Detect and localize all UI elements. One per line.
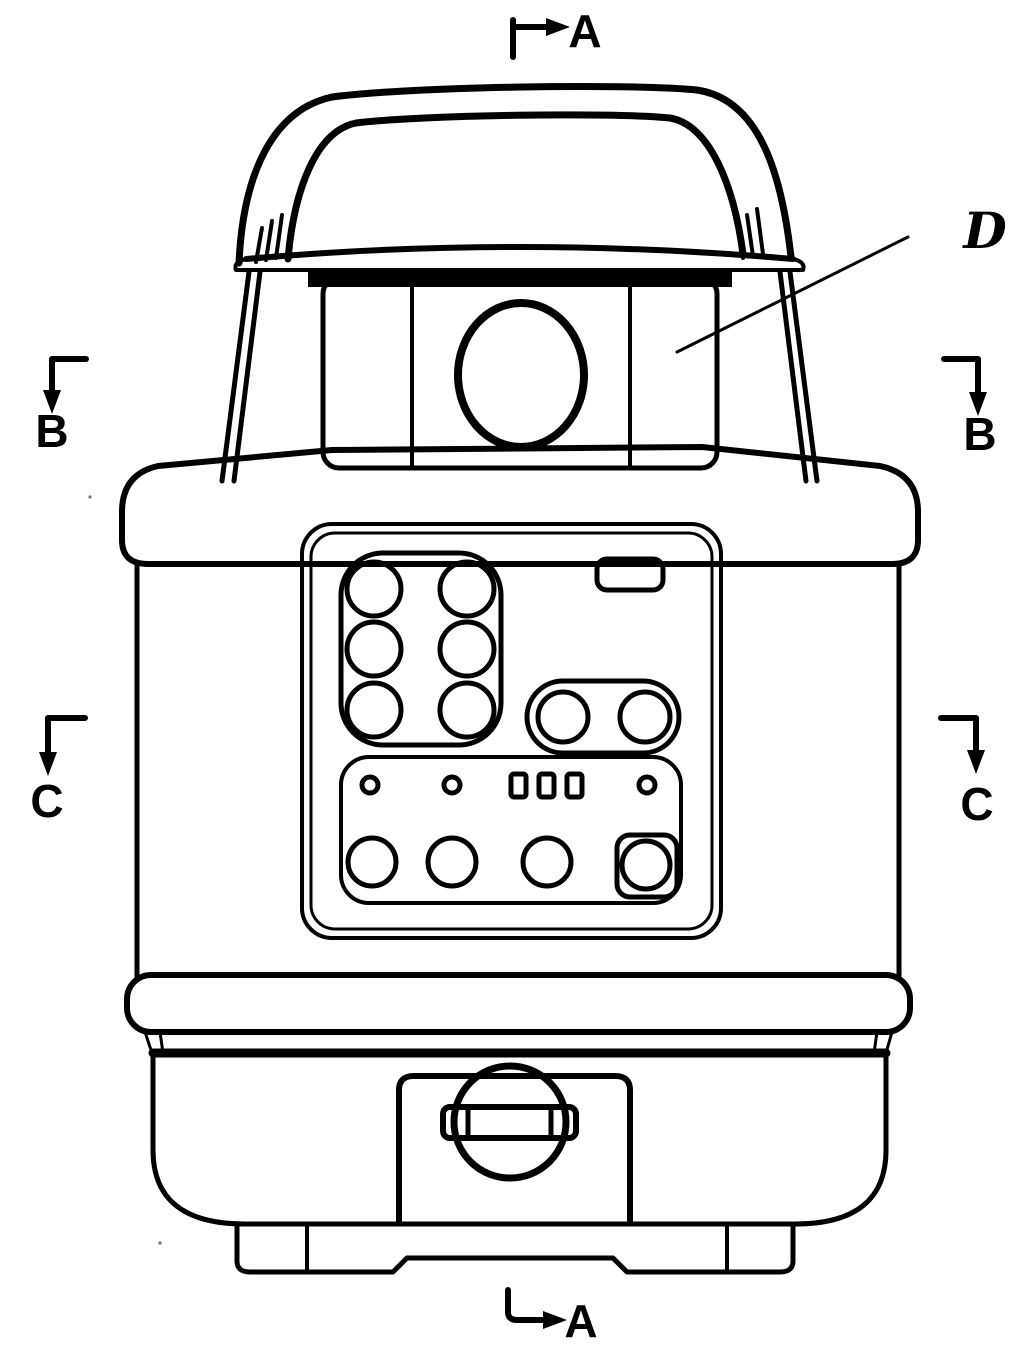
detail-callout-d: D bbox=[675, 201, 1007, 354]
status-led-3 bbox=[636, 774, 658, 796]
battery-door bbox=[396, 1073, 633, 1224]
pill-button-right bbox=[617, 689, 673, 745]
handle-grip-outer bbox=[235, 82, 795, 267]
section-label-c-left: C bbox=[30, 775, 63, 827]
feet-outline bbox=[234, 1221, 796, 1275]
down-arrow-icon bbox=[967, 750, 985, 774]
control-panel bbox=[300, 522, 723, 940]
power-button bbox=[619, 838, 673, 892]
section-marker-c-left: C bbox=[30, 715, 88, 827]
marker-bracket bbox=[505, 1287, 549, 1323]
function-button-1 bbox=[345, 835, 399, 889]
right-arrow-icon bbox=[543, 1311, 567, 1329]
handle-leg-right bbox=[777, 269, 820, 484]
latch-knob-circle bbox=[450, 1062, 570, 1182]
section-marker-c-right: C bbox=[938, 715, 994, 830]
dip-indicator-3 bbox=[564, 771, 585, 800]
down-arrow-icon bbox=[969, 392, 987, 416]
detail-label-d: D bbox=[961, 201, 1006, 260]
marker-bracket bbox=[49, 356, 89, 397]
cap-top-arc bbox=[243, 244, 796, 262]
function-button-2 bbox=[425, 835, 479, 889]
keypad-button-4 bbox=[437, 619, 497, 679]
latch-knob bbox=[440, 1062, 579, 1182]
down-arrow-icon bbox=[39, 752, 57, 776]
dual-button-pill bbox=[524, 678, 682, 756]
belt-band bbox=[124, 972, 913, 1035]
cap-rim bbox=[233, 257, 806, 272]
handle-hatching-right bbox=[735, 207, 765, 260]
section-marker-a-bottom: A bbox=[505, 1287, 598, 1347]
panel-outer-border bbox=[300, 522, 723, 940]
keypad-button-3 bbox=[344, 619, 404, 679]
latch-knob-bar bbox=[440, 1104, 579, 1141]
leader-line bbox=[675, 235, 910, 354]
handle-grip-inner bbox=[284, 111, 747, 263]
keypad-cluster bbox=[338, 550, 504, 748]
sub-panel-outline bbox=[339, 755, 683, 905]
lower-sub-panel bbox=[339, 755, 683, 905]
handle-leg-left bbox=[219, 269, 263, 484]
keypad-button-1 bbox=[344, 559, 404, 619]
indicator-display bbox=[594, 556, 666, 593]
down-arrow-icon bbox=[43, 390, 61, 414]
keypad-button-6 bbox=[437, 680, 497, 740]
laser-lens-window bbox=[454, 299, 588, 451]
marker-bracket bbox=[45, 715, 88, 759]
carry-handle bbox=[235, 82, 795, 267]
section-label-a-bottom: A bbox=[564, 1295, 597, 1347]
status-led-1 bbox=[359, 774, 381, 796]
section-label-b-left: B bbox=[35, 405, 68, 457]
section-marker-b-left: B bbox=[35, 356, 89, 457]
section-label-a-top: A bbox=[568, 5, 601, 57]
right-arrow-icon bbox=[546, 18, 570, 36]
marker-bracket bbox=[941, 356, 981, 399]
status-led-2 bbox=[441, 774, 463, 796]
dip-indicator-1 bbox=[508, 771, 529, 800]
marker-bracket bbox=[938, 715, 979, 757]
base-feet bbox=[234, 1221, 796, 1275]
pill-outline bbox=[524, 678, 682, 756]
scan-speck bbox=[158, 1241, 162, 1245]
top-cap-plate bbox=[233, 244, 806, 287]
scan-speck bbox=[88, 495, 92, 499]
keypad-button-5 bbox=[344, 680, 404, 740]
keypad-outline bbox=[338, 550, 504, 748]
function-button-3 bbox=[520, 835, 574, 889]
panel-inner-border bbox=[309, 531, 714, 931]
section-marker-b-right: B bbox=[941, 356, 997, 460]
section-label-c-right: C bbox=[960, 778, 993, 830]
main-body bbox=[134, 562, 902, 979]
section-marker-a-top: A bbox=[510, 5, 602, 60]
section-label-b-right: B bbox=[963, 408, 996, 460]
shoulder-collar bbox=[119, 444, 921, 567]
base-housing bbox=[143, 1030, 894, 1275]
base-outline bbox=[150, 1050, 889, 1227]
power-button-bezel bbox=[614, 832, 680, 900]
turret-outline bbox=[320, 275, 720, 471]
dip-indicator-2 bbox=[536, 771, 557, 800]
turret-housing bbox=[320, 275, 720, 471]
keypad-button-2 bbox=[437, 559, 497, 619]
pill-button-left bbox=[535, 689, 591, 745]
